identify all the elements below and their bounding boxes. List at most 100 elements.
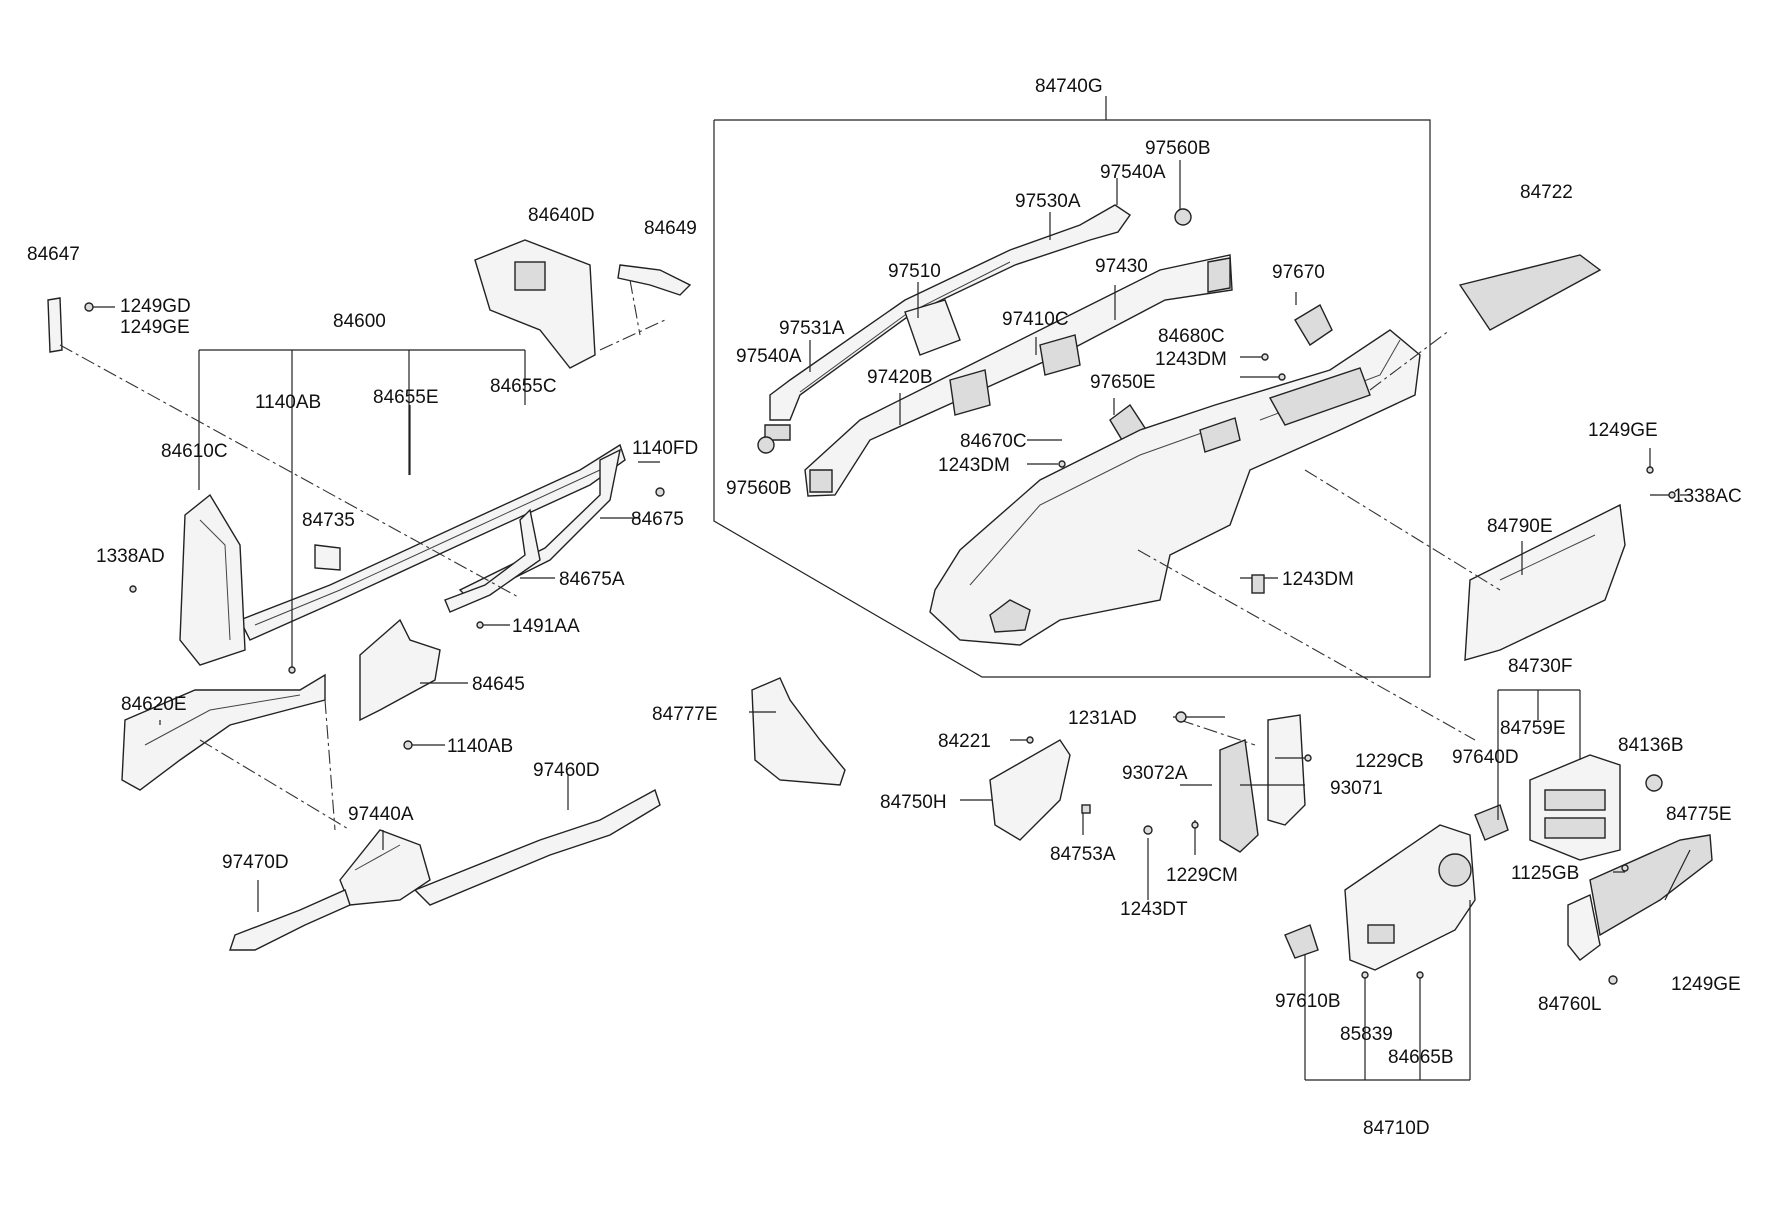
column-shroud-93071 — [1267, 714, 1306, 826]
label-97670: 97670 — [1272, 262, 1325, 283]
label-84759E: 84759E — [1500, 718, 1566, 739]
part-number-labels: 84740G 97560B 97540A 97530A 84722 97510 … — [27, 76, 1742, 1139]
brace-84675A — [444, 508, 541, 613]
vent-cap-97560B — [757, 208, 1192, 454]
glove-box-84790E — [1464, 503, 1626, 661]
label-1249GE-right: 1249GE — [1588, 420, 1658, 441]
center-fascia-84710D — [1344, 824, 1476, 971]
label-93071: 93071 — [1330, 778, 1383, 799]
dash-dot-leaders — [59, 279, 1501, 831]
label-84645: 84645 — [472, 674, 525, 695]
label-97430: 97430 — [1095, 256, 1148, 277]
label-97530A: 97530A — [1015, 191, 1081, 212]
label-85839: 85839 — [1340, 1024, 1393, 1045]
label-84680C: 84680C — [1158, 326, 1225, 347]
bracket-84610C — [179, 493, 246, 666]
glove-box-cover-84722 — [1458, 254, 1602, 331]
label-97540A-left: 97540A — [736, 346, 802, 367]
bracket-84645 — [359, 618, 441, 722]
label-84740G: 84740G — [1035, 76, 1103, 97]
leader-lines — [89, 160, 1691, 1081]
label-84136B: 84136B — [1618, 735, 1684, 756]
label-84750H: 84750H — [880, 792, 947, 813]
bracket-84640D — [474, 239, 596, 369]
label-84753A: 84753A — [1050, 844, 1116, 865]
label-97440A: 97440A — [348, 804, 414, 825]
defroster-duct-97530A — [764, 204, 1131, 441]
vent-duct-97420B — [804, 254, 1233, 497]
knob-84136B — [1645, 774, 1663, 792]
label-84620E: 84620E — [121, 694, 187, 715]
floor-duct-97440A — [339, 829, 431, 906]
label-1243DM-c: 1243DM — [1282, 569, 1354, 590]
label-84670C: 84670C — [960, 431, 1027, 452]
vent-97640D — [1474, 804, 1509, 841]
label-84221: 84221 — [938, 731, 991, 752]
label-84710D: 84710D — [1363, 1118, 1430, 1139]
label-97410C: 97410C — [1002, 309, 1069, 330]
center-duct-97510 — [904, 299, 961, 356]
bracket-84649 — [617, 264, 692, 296]
label-84647: 84647 — [27, 244, 80, 265]
label-1243DM-a: 1243DM — [1155, 349, 1227, 370]
column-shroud-93072A — [1219, 739, 1259, 853]
label-97470D: 97470D — [222, 852, 289, 873]
label-97460D: 97460D — [533, 760, 600, 781]
floor-duct-97470D — [229, 889, 351, 951]
bracket-84735 — [314, 544, 341, 571]
bracket-84620E — [121, 673, 326, 791]
fasteners — [84, 302, 1676, 985]
label-1338AC: 1338AC — [1673, 486, 1742, 507]
label-97540A-top: 97540A — [1100, 162, 1166, 183]
label-97560B-left: 97560B — [726, 478, 792, 499]
label-1140AB-bottom: 1140AB — [447, 736, 513, 757]
label-1140FD: 1140FD — [632, 438, 698, 459]
label-84600: 84600 — [333, 311, 386, 332]
label-1140AB-top: 1140AB — [255, 392, 321, 413]
label-1249GE-left: 1249GE — [120, 317, 190, 338]
label-97610B: 97610B — [1275, 991, 1341, 1012]
label-84665B: 84665B — [1388, 1047, 1454, 1068]
cover-84750H — [989, 739, 1071, 841]
label-1243DM-b: 1243DM — [938, 455, 1010, 476]
label-84640D: 84640D — [528, 205, 595, 226]
label-84722: 84722 — [1520, 182, 1573, 203]
label-84655C: 84655C — [490, 376, 557, 397]
label-1249GE-bottom: 1249GE — [1671, 974, 1741, 995]
cowl-crossbar-84600 — [239, 443, 626, 641]
label-97650E: 97650E — [1090, 372, 1156, 393]
label-84675: 84675 — [631, 509, 684, 530]
vent-97610B — [1284, 924, 1319, 959]
audio-panel-84730F — [1529, 754, 1621, 861]
side-cover-84760L — [1567, 893, 1601, 961]
label-1243DT: 1243DT — [1120, 899, 1188, 920]
lower-panel-84775E — [1589, 834, 1713, 937]
label-1338AD: 1338AD — [96, 546, 165, 567]
label-84777E: 84777E — [652, 704, 718, 725]
label-97640D: 97640D — [1452, 747, 1519, 768]
label-97420B: 97420B — [867, 367, 933, 388]
label-97531A: 97531A — [779, 318, 845, 339]
label-84735: 84735 — [302, 510, 355, 531]
label-1229CB: 1229CB — [1355, 751, 1424, 772]
label-97510: 97510 — [888, 261, 941, 282]
label-84790E: 84790E — [1487, 516, 1553, 537]
side-vent-97670 — [1294, 304, 1333, 346]
label-1249GD: 1249GD — [120, 296, 191, 317]
label-97560B-top: 97560B — [1145, 138, 1211, 159]
label-84675A: 84675A — [559, 569, 625, 590]
bracket-84777E — [751, 677, 846, 786]
label-84655E: 84655E — [373, 387, 439, 408]
crash-pad-panel — [929, 329, 1421, 646]
label-1125GB: 1125GB — [1511, 863, 1579, 884]
bracket-84647 — [47, 297, 63, 353]
label-84649: 84649 — [644, 218, 697, 239]
floor-duct-97460D — [413, 788, 661, 906]
label-1491AA: 1491AA — [512, 616, 580, 637]
label-84760L: 84760L — [1538, 994, 1601, 1015]
label-84730F: 84730F — [1508, 656, 1572, 677]
label-93072A: 93072A — [1122, 763, 1188, 784]
label-84610C: 84610C — [161, 441, 228, 462]
